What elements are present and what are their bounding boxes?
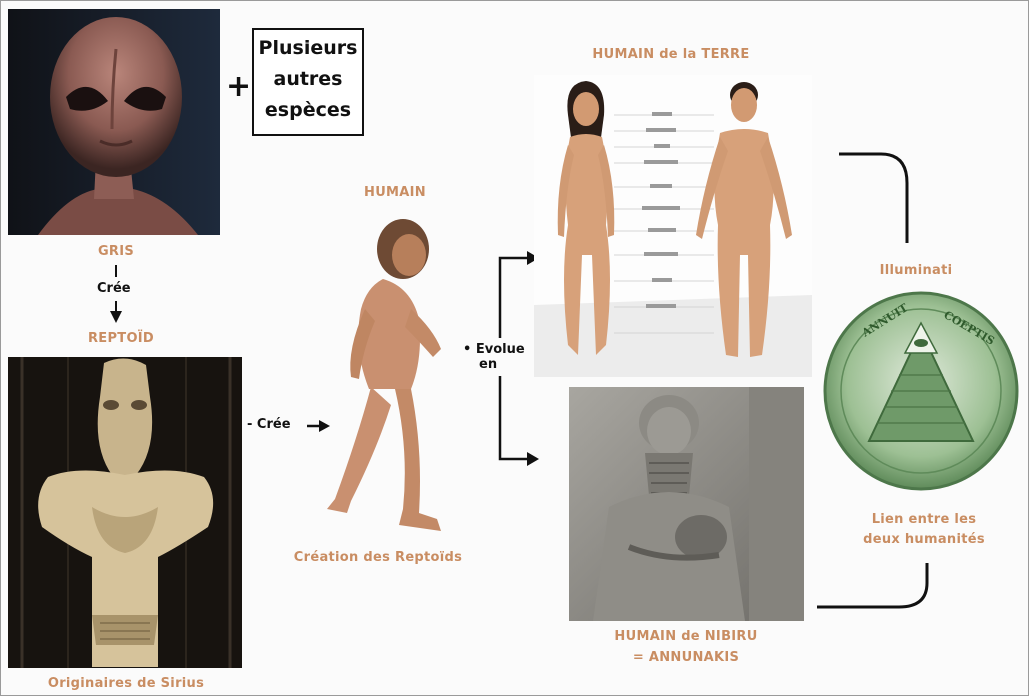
creation-label: Création des Reptoïds — [293, 550, 463, 565]
reptoid-label: REPTOÏD — [76, 331, 166, 346]
other-species-line-3: espèces — [254, 95, 362, 126]
humain-label: HUMAIN — [355, 185, 435, 200]
connector-terre-illuminati — [837, 147, 917, 247]
gris-label: GRIS — [86, 244, 146, 259]
reptoid-statue-image — [8, 357, 242, 668]
illuminati-label: Illuminati — [861, 263, 971, 278]
lien-label-line-1: Lien entre les — [849, 512, 999, 527]
other-species-line-1: Plusieurs — [254, 33, 362, 64]
plus-sign: + — [226, 69, 251, 104]
cree-horizontal-text: Crée — [257, 417, 291, 432]
connector-nibiru-illuminati — [815, 561, 935, 613]
annunakis-label: = ANNUNAKIS — [576, 650, 796, 665]
humain-terre-label: HUMAIN de la TERRE — [561, 47, 781, 62]
other-species-box: Plusieurs autres espèces — [252, 28, 364, 136]
humain-nibiru-label: HUMAIN de NIBIRU — [576, 629, 796, 644]
early-human-figure — [291, 209, 461, 539]
nibiru-relief-image — [569, 387, 804, 621]
illuminati-seal-image: ANNUIT COEPTIS — [823, 291, 1019, 491]
lien-label-line-2: deux humanités — [849, 532, 999, 547]
grey-alien-image — [8, 9, 220, 235]
other-species-line-2: autres — [254, 64, 362, 95]
earth-humans-image — [534, 75, 812, 377]
cree-horizontal-label: - Crée — [247, 417, 291, 432]
cree-vertical-label: Crée — [97, 281, 131, 296]
originaires-label: Originaires de Sirius — [26, 676, 226, 691]
